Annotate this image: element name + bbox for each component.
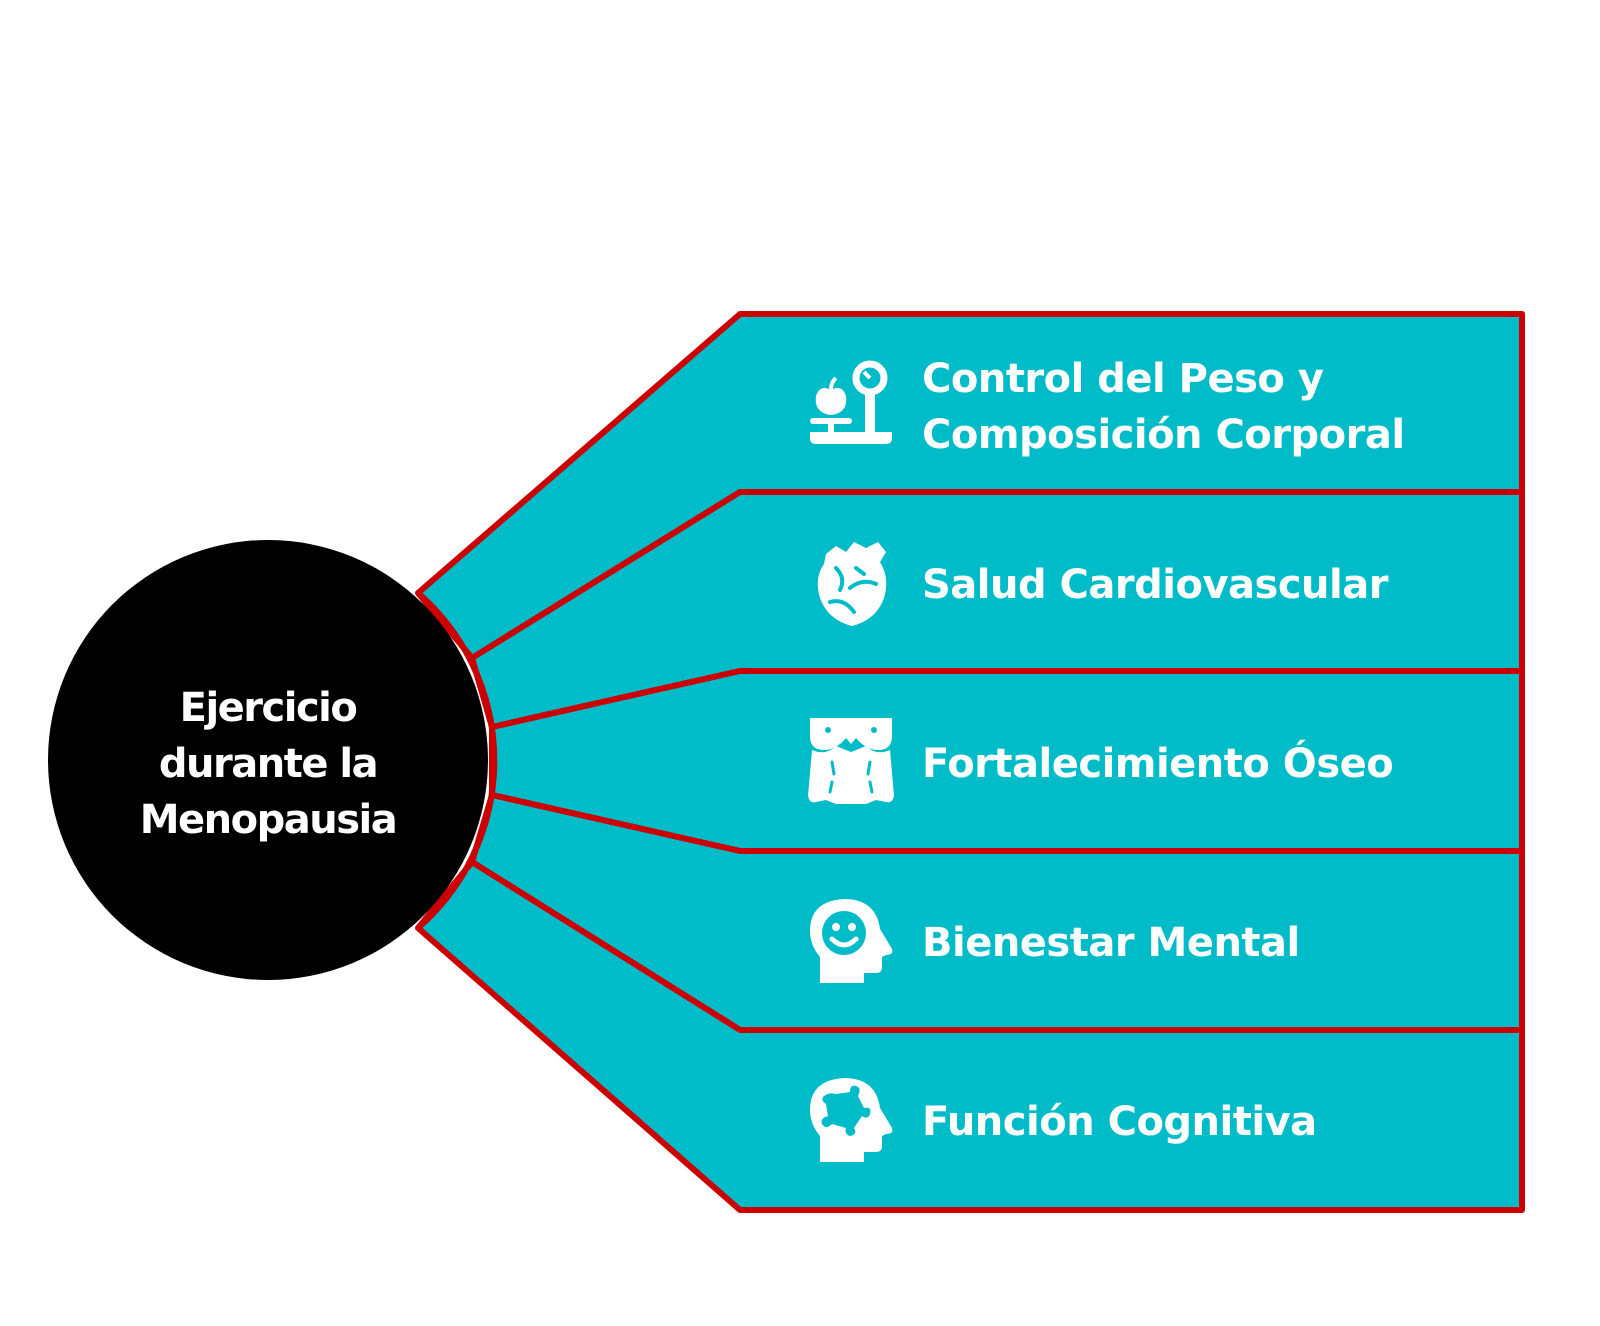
heart-organ-icon [817, 542, 887, 626]
item-label-control-peso: Control del Peso y Composición Corporal [922, 351, 1405, 463]
item-label-fortalecimiento-oseo: Fortalecimiento Óseo [922, 736, 1394, 792]
scale-apple-icon [810, 360, 892, 444]
item-label-salud-cardiovascular: Salud Cardiovascular [922, 557, 1388, 613]
torso-icon [808, 718, 894, 804]
center-circle [48, 540, 488, 980]
happy-head-icon [810, 899, 893, 983]
center-title: Ejercicio durante la Menopausia [108, 680, 428, 848]
item-label-line: Función Cognitiva [922, 1099, 1317, 1145]
item-label-line: Bienestar Mental [922, 920, 1300, 966]
item-label-line: Salud Cardiovascular [922, 562, 1388, 608]
puzzle-head-icon [810, 1078, 893, 1162]
item-label-line: Control del Peso y [922, 356, 1324, 402]
center-title-line: Ejercicio [179, 685, 358, 731]
center-title-line: Menopausia [139, 797, 398, 843]
item-label-line: Composición Corporal [922, 412, 1405, 458]
center-title-line: durante la [158, 741, 379, 787]
item-label-funcion-cognitiva: Función Cognitiva [922, 1094, 1317, 1150]
item-label-bienestar-mental: Bienestar Mental [922, 915, 1300, 971]
circle-border-arc [416, 590, 498, 931]
item-label-line: Fortalecimiento Óseo [922, 741, 1394, 787]
